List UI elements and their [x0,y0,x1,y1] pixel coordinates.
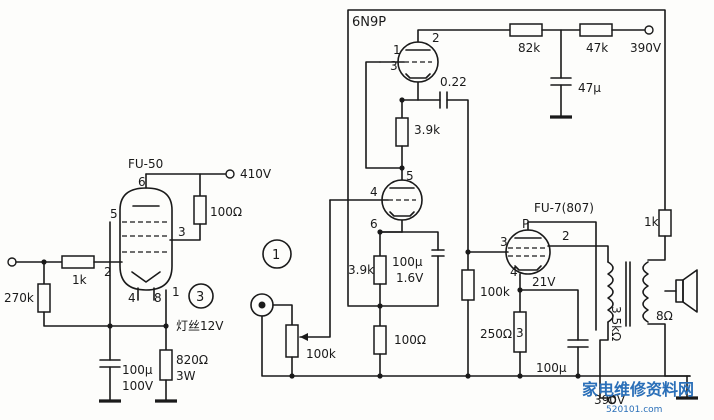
resistor-100-cathode [373,325,387,355]
pin-fu50-8: 8 [154,291,162,305]
label-3: 3 [516,326,524,340]
terminal-390v-top [644,25,654,35]
label-410v: 410V [240,167,272,181]
pin-fu50-2: 2 [104,265,112,279]
label-82k: 82k [518,41,540,55]
watermark-text: 家电维修资料网 [582,380,694,399]
pin-d2: 2 [432,31,440,45]
label-100u-fu7: 100μ [536,361,567,375]
label-820: 820Ω [176,353,208,367]
label-47k: 47k [586,41,608,55]
label-6n9p: 6N9P [352,15,386,30]
pin-d5: 5 [406,169,414,183]
resistor-100k-grid [461,269,475,301]
label-250: 250Ω [480,327,512,341]
pin-fu7-3: 3 [500,235,508,249]
label-100-fu50: 100Ω [210,205,242,219]
resistor-820 [159,349,173,381]
terminal-410v [225,169,235,179]
pin-fu7-2: 2 [562,229,570,243]
label-filament: 灯丝12V [176,319,224,333]
label-fu7: FU-7(807) [534,201,594,215]
resistor-39k-plate [395,117,409,147]
label-47u: 47μ [578,81,601,95]
frame-wiring [347,9,666,306]
speaker-icon [664,269,698,313]
label-390v-bottom: 390V [594,393,626,407]
terminal-390v-bottom [607,395,617,405]
pin-d1: 1 [393,43,401,57]
label-390v-top: 390V [630,41,662,55]
label-39k-plate: 3.9k [414,123,440,137]
resistor-270k [37,283,51,313]
label-100v: 100V [122,379,154,393]
label-100k-grid: 100k [480,285,510,299]
pin-fu50-4: 4 [128,291,136,305]
resistor-100-fu50 [193,195,207,225]
label-16v: 1.6V [396,271,424,285]
pin-fu7-p: P [522,217,529,231]
label-100u-b: 100μ [122,363,153,377]
label-8ohm: 8Ω [656,309,673,323]
triode-upper [379,29,511,101]
label-3w: 3W [176,369,196,383]
pin-d4: 4 [370,185,378,199]
resistor-1k-fu7 [658,209,672,237]
pin-fu7-4: 4 [510,265,518,279]
label-022: 0.22 [440,75,467,89]
pin-fu50-1: 1 [172,285,180,299]
circled-label-1 [262,239,292,269]
label-270k: 270k [4,291,34,305]
pin-fu50-3: 3 [178,225,186,239]
circled-3-text: 3 [196,290,204,305]
label-100u-a: 100μ [392,255,423,269]
label-21v: 21V [532,275,556,289]
label-1k-fu7: 1k [644,215,659,229]
pin-fu50-6: 6 [138,175,146,189]
pin-d6: 6 [370,217,378,231]
label-100-cathode: 100Ω [394,333,426,347]
terminal-input-fu50 [7,257,17,267]
pin-d3: 3 [390,59,398,73]
label-1k-fu50: 1k [72,273,87,287]
label-39k-cathode: 3.9k [348,263,374,277]
resistor-82k [509,23,543,37]
resistor-1k-fu50 [61,255,95,269]
resistor-47k [579,23,613,37]
label-35k: 3.5kΩ [609,306,623,341]
watermark-url: 520101.com [606,405,662,415]
tube-fu50 [119,173,173,291]
label-pot-100k: 100k [306,347,336,361]
label-fu50: FU-50 [128,157,163,171]
resistor-39k-cathode [373,255,387,285]
circled-1-text: 1 [272,248,280,263]
output-transformer [599,261,649,389]
pin-fu50-5: 5 [110,207,118,221]
triode-lower [329,167,423,221]
circled-label-3 [188,283,214,309]
potentiometer-100k[interactable] [285,324,299,358]
